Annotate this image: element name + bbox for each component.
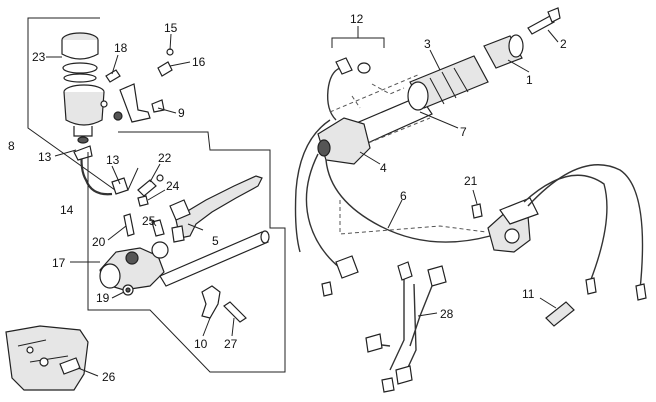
throttle-cables <box>294 119 491 297</box>
clamp-10 <box>201 285 221 319</box>
bar-end-bolt <box>527 7 561 35</box>
callout-28: 28 <box>440 307 454 321</box>
callout-21: 21 <box>464 174 478 188</box>
clutch-cables <box>523 164 647 327</box>
callout-13b: 13 <box>106 153 120 167</box>
screw-27 <box>223 301 247 323</box>
screw-15-16 <box>151 48 174 113</box>
reservoir-bracket <box>100 83 151 123</box>
callout-3: 3 <box>424 37 431 51</box>
wiring-harness <box>365 261 447 393</box>
callout-26: 26 <box>102 370 116 384</box>
callout-15: 15 <box>164 21 178 35</box>
callout-20: 20 <box>92 235 106 249</box>
handlebar-grip <box>407 55 489 111</box>
routing-dashes <box>339 83 487 235</box>
screw-20 <box>123 213 135 237</box>
callout-1: 1 <box>526 73 533 87</box>
callout-16: 16 <box>192 55 206 69</box>
callout-22: 22 <box>158 151 172 165</box>
lever-assembly-outline <box>87 131 286 373</box>
callout-14: 14 <box>60 203 74 217</box>
reservoir-group-outline <box>27 17 139 191</box>
callout-18: 18 <box>114 41 128 55</box>
callout-7: 7 <box>460 125 467 139</box>
callout-12: 12 <box>350 12 364 26</box>
brake-hose <box>73 145 129 196</box>
bar-end-weight <box>483 34 524 69</box>
washer-19 <box>122 284 134 296</box>
reservoir-body <box>63 84 105 144</box>
master-cylinder-body <box>99 241 169 291</box>
leader-lines <box>46 26 559 377</box>
callout-4: 4 <box>380 161 387 175</box>
reservoir-cap <box>61 32 99 83</box>
callout-17: 17 <box>52 256 66 270</box>
right-switch-housing <box>471 197 539 253</box>
callout-13a: 13 <box>38 150 52 164</box>
callout-25: 25 <box>142 214 156 228</box>
brake-lever <box>169 175 263 243</box>
callout-5: 5 <box>212 234 219 248</box>
protective-cover <box>5 325 89 391</box>
throttle-switch-housing <box>317 117 371 165</box>
callout-24: 24 <box>166 179 180 193</box>
callout-27: 27 <box>224 337 238 351</box>
callout-23: 23 <box>32 50 46 64</box>
part-callouts: 23 18 15 16 9 8 13 13 22 24 14 25 20 5 1… <box>8 12 567 384</box>
callout-8: 8 <box>8 139 15 153</box>
callout-19: 19 <box>96 291 110 305</box>
callout-6: 6 <box>400 189 407 203</box>
screw-22 <box>137 174 164 197</box>
callout-11: 11 <box>522 287 535 301</box>
callout-2: 2 <box>560 37 567 51</box>
callout-9: 9 <box>178 106 185 120</box>
nut-24 <box>137 195 149 207</box>
handlebar-stub <box>159 230 270 287</box>
callout-10: 10 <box>194 337 208 351</box>
throttle-cable-bracket <box>326 37 385 121</box>
